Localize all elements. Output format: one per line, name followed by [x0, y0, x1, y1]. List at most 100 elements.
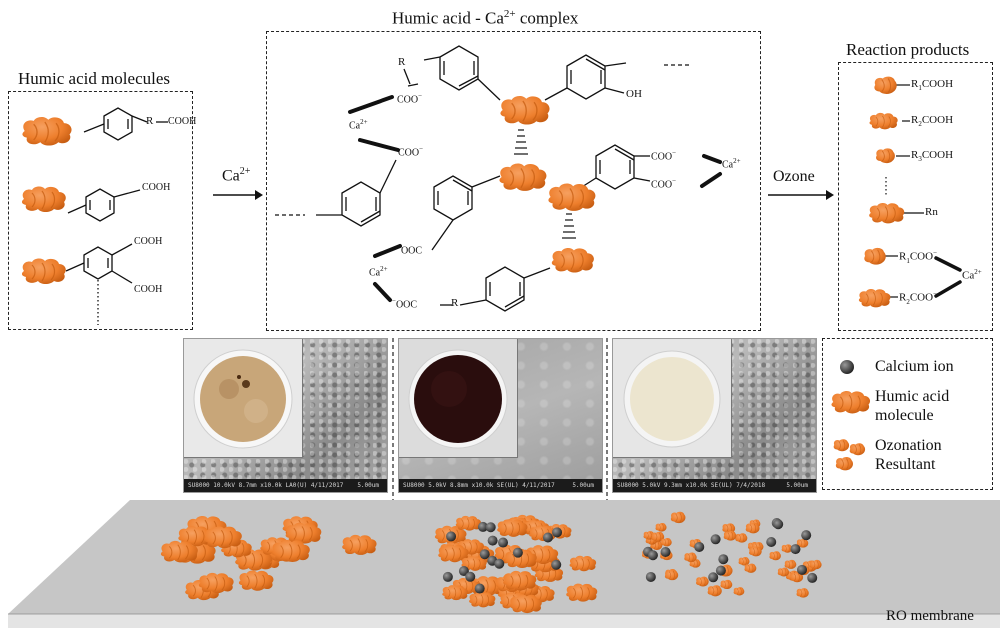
sem-image-1: SU8000 10.0kV 8.7mm x10.0k LA0(U) 4/11/2…: [183, 338, 388, 493]
complex-ca-top: Ca2+: [349, 118, 368, 132]
calcium-ion-icon: [710, 534, 721, 545]
ozonation-resultant-icon: [777, 567, 790, 577]
label-cooh-3: COOH: [134, 236, 163, 247]
complex-oh: OH: [626, 88, 642, 100]
calcium-ion-icon: [715, 565, 726, 576]
calcium-ion-icon: [660, 547, 671, 558]
ca-arrow: [213, 190, 263, 200]
product-6: R2COO−: [899, 290, 938, 306]
product-4: Rn: [925, 206, 938, 218]
ozonation-resultant-icon: [707, 584, 723, 597]
complex-ooc-bottom: −OOC: [392, 297, 418, 311]
ozonation-resultant-icon: [660, 537, 673, 547]
humic-molecules-box: [8, 91, 193, 330]
products-box: [838, 62, 993, 331]
ozonation-resultant-icon: [670, 511, 686, 524]
legend-box: [822, 338, 993, 490]
membrane-disc-clean: [623, 350, 721, 448]
ozonation-resultant-icon: [683, 552, 698, 563]
calcium-ion-icon: [807, 572, 818, 583]
calcium-ion-icon: [487, 535, 498, 546]
calcium-ion-icon: [465, 571, 476, 582]
membrane-photo-1: [184, 339, 303, 458]
sem-footer-2: SU8000 5.0kV 8.8mm x10.0k SE(UL) 4/11/20…: [399, 479, 602, 492]
sem-footer-3: SU8000 5.0kV 9.3mm x10.0k SE(UL) 7/4/201…: [613, 479, 816, 492]
legend-ozonation: Ozonation Resultant: [875, 437, 942, 473]
reaction-products-title: Reaction products: [846, 40, 970, 59]
calcium-ion-icon: [474, 583, 485, 594]
calcium-ion-icon: [773, 519, 784, 530]
calcium-ion-icon: [708, 572, 719, 583]
membrane-photo-2: [399, 339, 518, 458]
calcium-ion-icon: [718, 554, 729, 565]
calcium-ion-icon: [498, 537, 509, 548]
calcium-ion-icon: [485, 522, 496, 533]
calcium-ion-icon: [494, 558, 505, 569]
sem-image-3: SU8000 5.0kV 9.3mm x10.0k SE(UL) 7/4/201…: [612, 338, 817, 493]
humic-molecules-structures: [21, 107, 168, 325]
complex-box: [266, 31, 761, 331]
calcium-ion-icon: [790, 544, 801, 555]
label-r: R: [146, 115, 154, 127]
products-structures: [858, 76, 962, 308]
calcium-ion-icon: [542, 532, 553, 543]
ozonation-resultant-icon: [655, 522, 667, 532]
calcium-ion-icon: [647, 550, 658, 561]
ozonation-resultant-icon: [738, 556, 750, 566]
complex-coo-right-1: COO−: [651, 149, 677, 163]
calcium-ion-icon: [694, 541, 705, 552]
calcium-ion-icon: [801, 530, 812, 541]
products-ca: Ca2+: [962, 268, 982, 282]
ozonation-resultant-icon: [796, 587, 810, 599]
label-cooh-2: COOH: [142, 182, 171, 193]
humic-blob-icon: [238, 569, 275, 592]
complex-r-bottom: R: [451, 297, 459, 309]
ozonation-resultant-icon: [745, 522, 760, 534]
ozonation-resultant-icon: [664, 569, 679, 581]
calcium-ion-icon: [458, 566, 469, 577]
humic-blob-icon: [502, 570, 537, 591]
calcium-ion-icon: [766, 536, 777, 547]
ozonation-resultant-icon: [748, 546, 763, 557]
humic-blob-icon: [455, 515, 482, 531]
product-2: R2COOH: [911, 114, 954, 129]
product-1: R1COOH: [911, 78, 954, 93]
membrane-disc-fouled: [193, 349, 293, 449]
calcium-ion-icon: [552, 527, 563, 538]
calcium-ion-icon: [512, 547, 523, 558]
calcium-ion-icon: [477, 521, 488, 532]
calcium-ion-icon: [797, 564, 808, 575]
ozonation-resultant-icon: [734, 532, 748, 543]
ozonation-resultant-icon: [695, 576, 710, 587]
humic-blob-icon: [565, 583, 598, 603]
label-cooh-1: COOH: [168, 116, 197, 127]
ozonation-resultant-icon: [723, 530, 737, 542]
humic-blob-icon: [198, 572, 235, 594]
calcium-ion-icon: [442, 571, 453, 582]
product-3: R3COOH: [911, 149, 954, 164]
humic-blob-icon: [203, 525, 243, 549]
ozonation-resultant-icon: [784, 559, 797, 570]
ozonation-resultant-icon: [720, 579, 733, 590]
ozonation-resultant-icon: [769, 550, 782, 561]
calcium-ion-icon: [840, 360, 854, 374]
legend-humic: Humic acid molecule: [875, 388, 950, 424]
ozone-arrow-label: Ozone: [773, 168, 815, 185]
complex-coo-top: COO−: [397, 92, 423, 106]
complex-ca-right: Ca2+: [722, 157, 741, 171]
complex-ca-bottom: Ca2+: [369, 265, 388, 279]
humic-acid-molecules-title: Humic acid molecules: [18, 69, 171, 88]
complex-coo-right-2: COO−: [651, 177, 677, 191]
humic-blob-icon: [341, 534, 378, 556]
complex-title: Humic acid - Ca2+ complex: [392, 8, 579, 28]
calcium-ion-icon: [446, 531, 457, 542]
calcium-ion-icon: [479, 549, 490, 560]
legend-symbols: [830, 360, 871, 471]
ro-membrane-label: RO membrane: [886, 608, 974, 624]
sem-footer-1: SU8000 10.0kV 8.7mm x10.0k LA0(U) 4/11/2…: [184, 479, 387, 492]
calcium-ion-icon: [551, 559, 562, 570]
label-cooh-4: COOH: [134, 284, 163, 295]
product-5: R1COO−: [899, 249, 938, 265]
calcium-ion-icon: [645, 571, 656, 582]
